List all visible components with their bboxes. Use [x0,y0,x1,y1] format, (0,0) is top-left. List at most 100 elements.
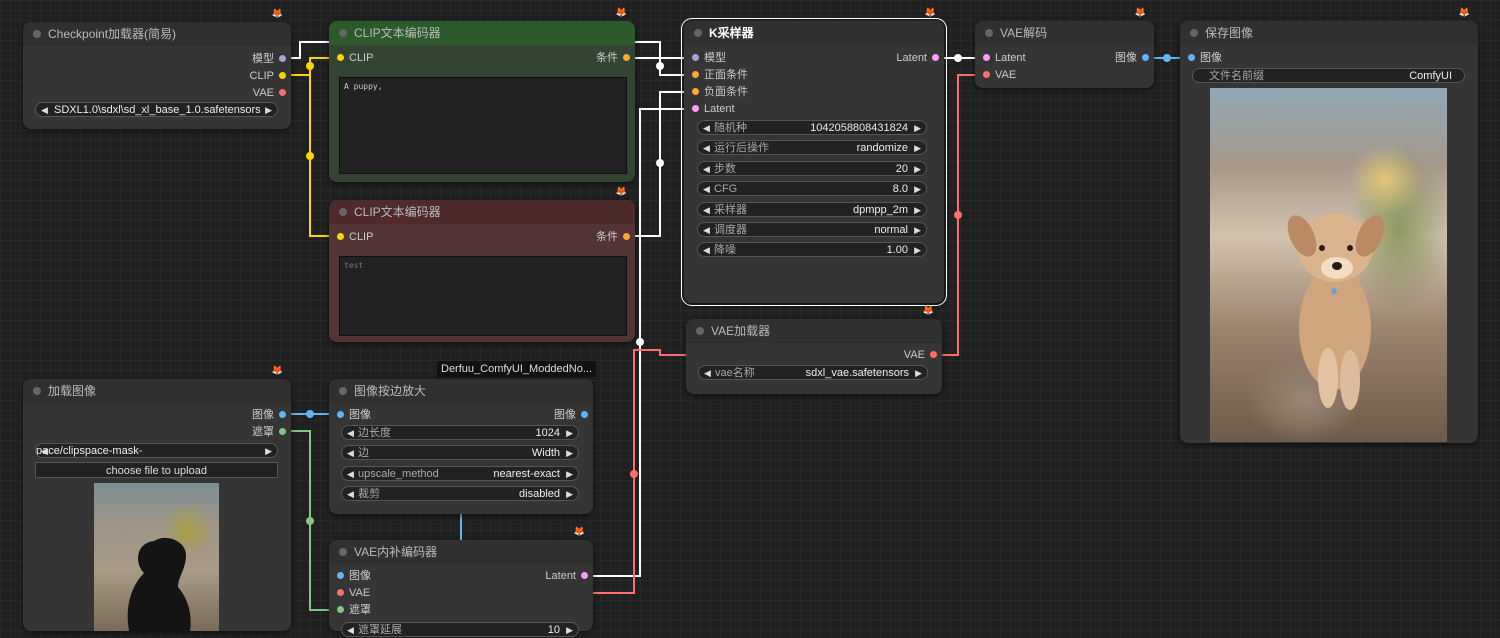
arrow-left-icon[interactable]: ◀ [703,205,710,215]
vae-name-combo[interactable]: ◀ vae名称 sdxl_vae.safetensors ▶ [698,365,928,380]
arrow-left-icon[interactable]: ◀ [703,225,710,235]
load-image-node[interactable]: 🦊 加载图像 图像 遮罩 ◀ pace/clipspace-mask-43074… [23,365,291,631]
input-latent[interactable]: Latent [687,102,735,116]
input-vae[interactable]: VAE [978,68,1016,82]
denoise-widget[interactable]: ◀ 降噪 1.00 ▶ [697,242,927,257]
clip-text-encode-negative-node[interactable]: 🦊 CLIP文本编码器 CLIP 条件 test [329,186,635,342]
arrow-left-icon[interactable]: ◀ [347,489,354,499]
grow-mask-widget[interactable]: ◀ 遮罩延展 10 ▶ [341,622,579,637]
vae-decode-node[interactable]: 🦊 VAE解码 Latent VAE 图像 [975,7,1154,88]
node-title[interactable]: VAE加载器 [686,319,942,343]
output-latent[interactable]: Latent [545,569,593,583]
input-clip[interactable]: CLIP [332,51,373,65]
input-image[interactable]: 图像 [332,569,371,583]
output-clip[interactable]: CLIP [250,69,291,83]
arrow-right-icon[interactable]: ▶ [914,143,921,153]
steps-widget[interactable]: ◀ 步数 20 ▶ [697,161,927,176]
collapse-dot-icon[interactable] [696,327,704,335]
arrow-left-icon[interactable]: ◀ [703,143,710,153]
sampler-widget[interactable]: ◀ 采样器 dpmpp_2m ▶ [697,202,927,217]
output-image[interactable]: 图像 [554,408,593,422]
output-conditioning[interactable]: 条件 [596,51,635,65]
image-file-combo[interactable]: ◀ pace/clipspace-mask-4307403.3000000045… [35,443,278,458]
arrow-right-icon[interactable]: ▶ [914,123,921,133]
collapse-dot-icon[interactable] [33,387,41,395]
cfg-widget[interactable]: ◀ CFG 8.0 ▶ [697,181,927,196]
input-model[interactable]: 模型 [687,51,726,65]
collapse-dot-icon[interactable] [694,29,702,37]
node-title[interactable]: VAE解码 [975,21,1154,45]
collapse-dot-icon[interactable] [339,387,347,395]
output-vae[interactable]: VAE [904,348,942,362]
seed-widget[interactable]: ◀ 随机种 1042058808431824 ▶ [697,120,927,135]
collapse-dot-icon[interactable] [339,29,347,37]
output-conditioning[interactable]: 条件 [596,230,635,244]
collapse-dot-icon[interactable] [1190,29,1198,37]
collapse-dot-icon[interactable] [985,29,993,37]
control-after-generate-widget[interactable]: ◀ 运行后操作 randomize ▶ [697,140,927,155]
output-vae[interactable]: VAE [253,86,291,100]
clip-text-encode-positive-node[interactable]: 🦊 CLIP文本编码器 CLIP 条件 A puppy, [329,7,635,182]
arrow-left-icon[interactable]: ◀ [41,105,48,115]
side-length-widget[interactable]: ◀ 边长度 1024 ▶ [341,425,579,440]
node-title[interactable]: 保存图像 [1180,21,1478,45]
arrow-right-icon[interactable]: ▶ [914,245,921,255]
input-latent[interactable]: Latent [978,51,1026,65]
arrow-right-icon[interactable]: ▶ [566,448,573,458]
arrow-right-icon[interactable]: ▶ [265,105,272,115]
input-negative[interactable]: 负面条件 [687,85,748,99]
upscale-method-widget[interactable]: ◀ upscale_method nearest-exact ▶ [341,466,579,481]
output-latent[interactable]: Latent [896,51,944,65]
node-title[interactable]: Checkpoint加载器(简易) [23,22,291,46]
arrow-right-icon[interactable]: ▶ [265,446,272,456]
node-title[interactable]: CLIP文本编码器 [329,200,635,224]
checkpoint-loader-node[interactable]: 🦊 Checkpoint加载器(简易) 模型 CLIP VAE ◀ SDXL1.… [23,8,291,129]
arrow-left-icon[interactable]: ◀ [703,123,710,133]
vae-loader-node[interactable]: 🦊 VAE加载器 VAE ◀ vae名称 sdxl_vae.safetensor… [686,305,942,394]
prompt-textarea[interactable]: test [339,256,627,336]
arrow-left-icon[interactable]: ◀ [347,448,354,458]
arrow-left-icon[interactable]: ◀ [347,469,354,479]
collapse-dot-icon[interactable] [33,30,41,38]
input-image[interactable]: 图像 [1183,51,1222,65]
arrow-right-icon[interactable]: ▶ [914,225,921,235]
output-image[interactable]: 图像 [252,408,291,422]
arrow-left-icon[interactable]: ◀ [703,184,710,194]
prompt-textarea[interactable]: A puppy, [339,77,627,174]
output-model[interactable]: 模型 [252,52,291,66]
input-image[interactable]: 图像 [332,408,371,422]
arrow-right-icon[interactable]: ▶ [914,184,921,194]
side-widget[interactable]: ◀ 边 Width ▶ [341,445,579,460]
ksampler-node[interactable]: 🦊 K采样器 模型 正面条件 负面条件 Latent Latent ◀ 随机种 … [681,7,947,306]
node-title[interactable]: 加载图像 [23,379,291,403]
arrow-right-icon[interactable]: ▶ [915,368,922,378]
arrow-left-icon[interactable]: ◀ [703,245,710,255]
ckpt-name-combo[interactable]: ◀ SDXL1.0\sdxl\sd_xl_base_1.0.safetensor… [35,102,278,117]
arrow-right-icon[interactable]: ▶ [566,489,573,499]
arrow-right-icon[interactable]: ▶ [566,469,573,479]
node-title[interactable]: VAE内补编码器 [329,540,593,564]
arrow-left-icon[interactable]: ◀ [41,446,48,456]
vae-encode-inpaint-node[interactable]: 🦊 VAE内补编码器 图像 VAE 遮罩 Latent ◀ 遮罩延展 10 ▶ [329,526,593,637]
upload-button[interactable]: choose file to upload [35,462,278,478]
save-image-node[interactable]: 🦊 保存图像 图像 文件名前缀 ComfyUI [1180,7,1478,443]
arrow-left-icon[interactable]: ◀ [704,368,711,378]
input-mask[interactable]: 遮罩 [332,603,371,617]
arrow-right-icon[interactable]: ▶ [914,164,921,174]
arrow-left-icon[interactable]: ◀ [703,164,710,174]
arrow-left-icon[interactable]: ◀ [347,625,354,635]
arrow-right-icon[interactable]: ▶ [914,205,921,215]
node-title[interactable]: CLIP文本编码器 [329,21,635,45]
input-positive[interactable]: 正面条件 [687,68,748,82]
input-vae[interactable]: VAE [332,586,370,600]
image-upscale-node[interactable]: 图像按边放大 图像 图像 ◀ 边长度 1024 ▶ ◀ 边 Width ▶ ◀ … [329,379,593,514]
output-mask[interactable]: 遮罩 [252,425,291,439]
filename-prefix-widget[interactable]: 文件名前缀 ComfyUI [1192,68,1465,83]
node-title[interactable]: K采样器 [684,21,944,45]
crop-widget[interactable]: ◀ 裁剪 disabled ▶ [341,486,579,501]
collapse-dot-icon[interactable] [339,208,347,216]
arrow-right-icon[interactable]: ▶ [566,625,573,635]
scheduler-widget[interactable]: ◀ 调度器 normal ▶ [697,222,927,237]
arrow-left-icon[interactable]: ◀ [347,428,354,438]
collapse-dot-icon[interactable] [339,548,347,556]
